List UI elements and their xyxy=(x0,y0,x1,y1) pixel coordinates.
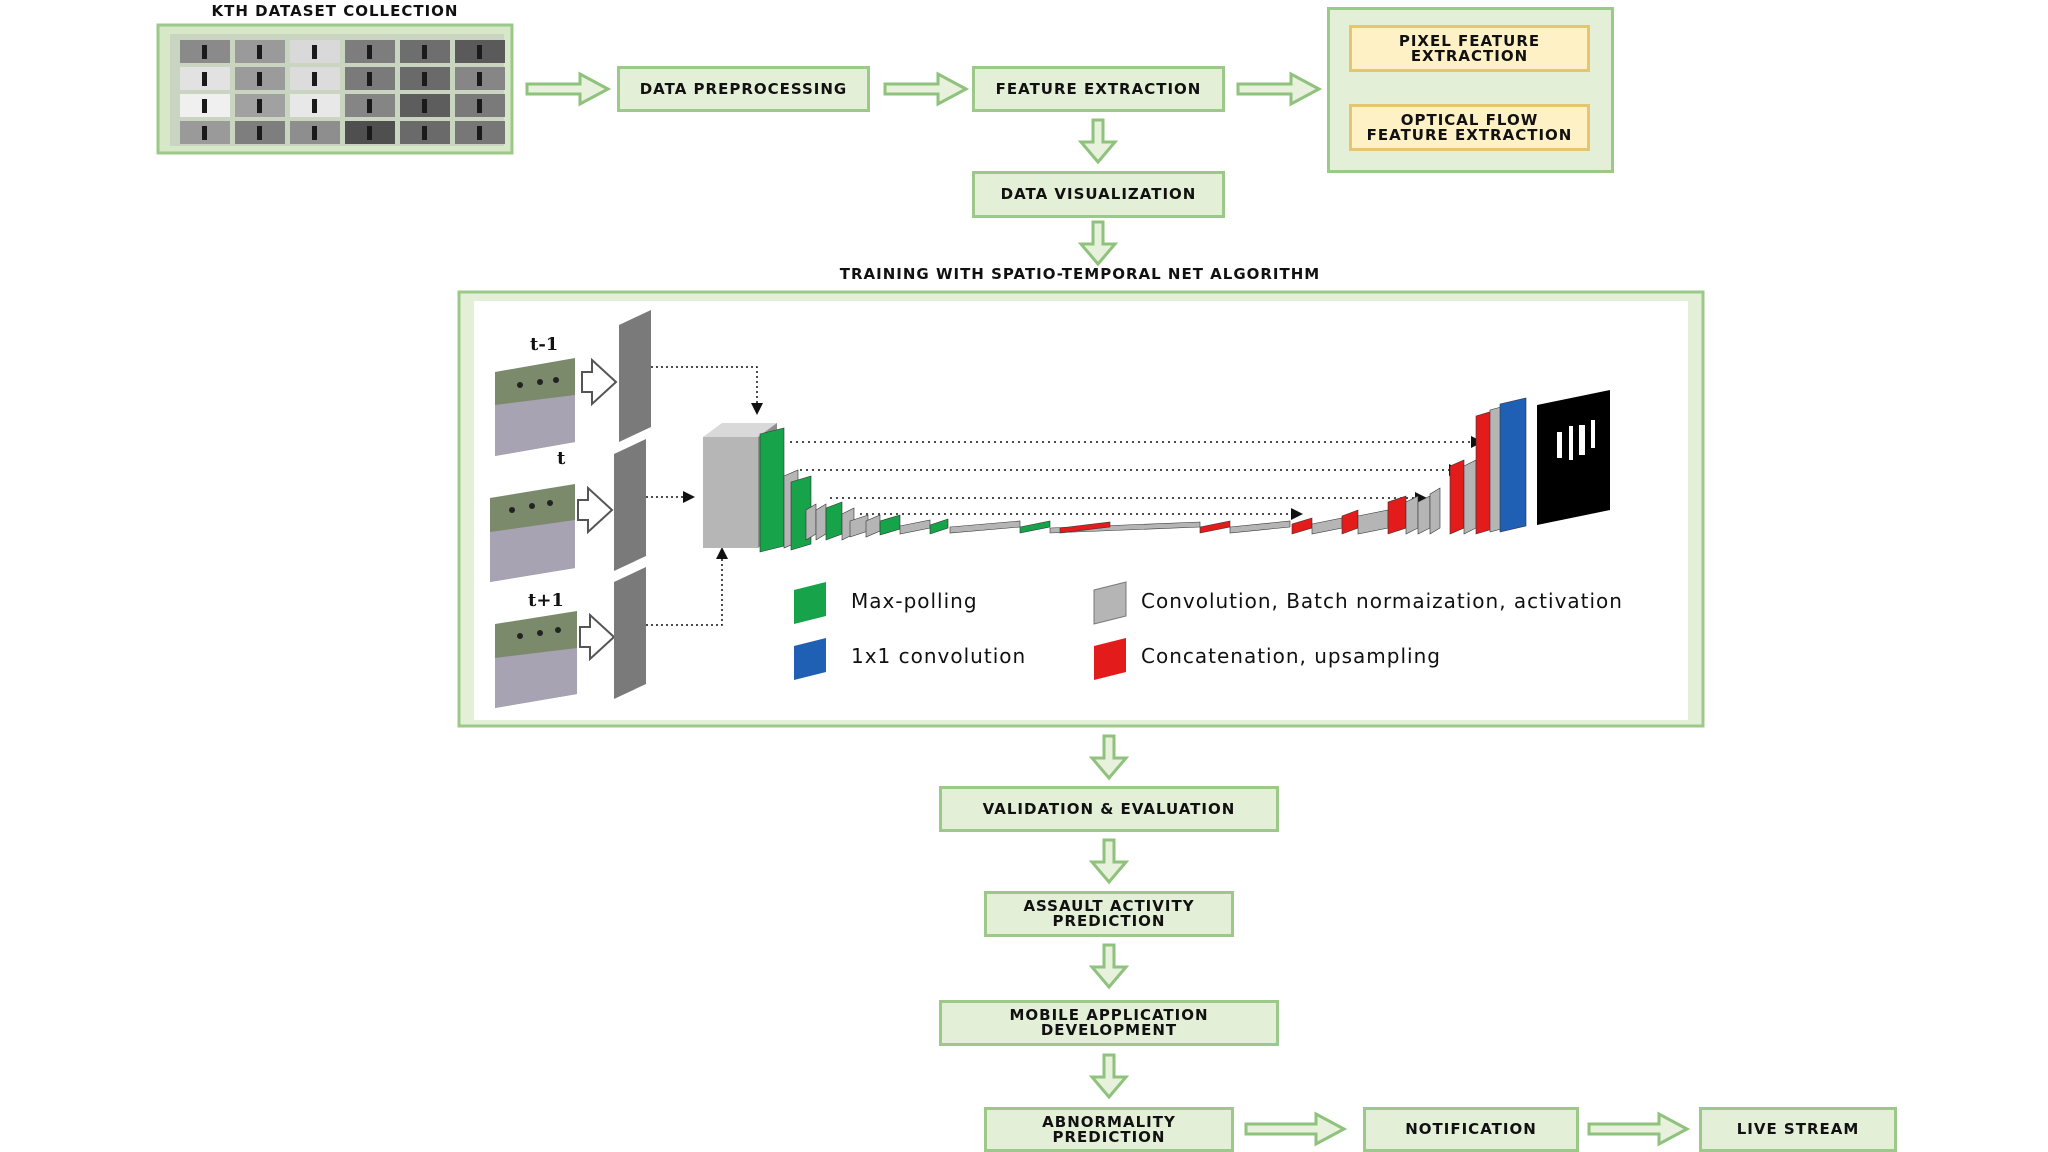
frame-label-t-plus-1: t+1 xyxy=(528,590,564,611)
frame-feature-slabs xyxy=(614,310,651,699)
network-layer-block xyxy=(1417,495,1431,535)
legend-label-conv: Convolution, Batch normaization, activat… xyxy=(1141,589,1623,613)
kth-thumbnail-figure xyxy=(312,45,317,59)
slab-connections xyxy=(646,366,763,626)
data-visualization-box: DATA VISUALIZATION xyxy=(972,171,1225,218)
network-layer-block xyxy=(805,503,817,541)
network-layer-block xyxy=(1499,397,1527,533)
skip-connections xyxy=(790,436,1483,520)
kth-dataset-thumbnail-grid xyxy=(156,23,514,155)
legend-label-maxpool: Max-polling xyxy=(851,589,978,613)
network-layer-block xyxy=(1463,459,1477,535)
pixel-feature-extraction-box: PIXEL FEATURE EXTRACTION xyxy=(1349,25,1590,72)
frame-t-minus-1 xyxy=(495,358,575,456)
kth-thumbnail-figure xyxy=(202,126,207,140)
arrow-validation-to-assault xyxy=(1088,838,1130,885)
arrow-visualization-to-training xyxy=(1077,220,1119,267)
kth-thumbnail-figure xyxy=(477,99,482,113)
frame-input-arrows xyxy=(577,357,618,662)
arrow-preprocessing-to-feature xyxy=(883,71,970,107)
kth-thumbnail-figure xyxy=(367,99,372,113)
feature-extraction-box: FEATURE EXTRACTION xyxy=(972,66,1225,112)
kth-thumbnail-figure xyxy=(202,99,207,113)
kth-thumbnail-figure xyxy=(257,99,262,113)
legend-label-concat: Concatenation, upsampling xyxy=(1141,644,1441,668)
kth-thumbnail-figure xyxy=(202,72,207,86)
legend-swatch-maxpool xyxy=(794,582,826,624)
assault-activity-prediction-box: ASSAULT ACTIVITY PREDICTION xyxy=(984,891,1234,937)
kth-thumbnail-figure xyxy=(257,72,262,86)
kth-thumbnail-figure xyxy=(367,72,372,86)
kth-thumbnail-figure xyxy=(367,45,372,59)
network-layer-block xyxy=(1059,521,1111,534)
network-layer-block xyxy=(1387,495,1407,535)
kth-dataset-caption: KTH DATASET COLLECTION xyxy=(211,2,459,20)
kth-thumbnail-figure xyxy=(477,72,482,86)
kth-thumbnail-figure xyxy=(422,126,427,140)
arrow-notification-to-livestream xyxy=(1587,1111,1691,1147)
kth-thumbnail-figure xyxy=(257,45,262,59)
kth-thumbnail-figure xyxy=(477,45,482,59)
legend-label-conv1x1: 1x1 convolution xyxy=(851,644,1026,668)
kth-thumbnail-figure xyxy=(257,126,262,140)
optical-flow-feature-extraction-box: OPTICAL FLOW FEATURE EXTRACTION xyxy=(1349,104,1590,151)
arrow-dataset-to-preprocessing xyxy=(525,71,612,107)
network-layer-block xyxy=(1019,520,1051,534)
frame-t-plus-1 xyxy=(495,611,577,708)
network-layer-block xyxy=(759,427,785,553)
kth-thumbnail-figure xyxy=(312,126,317,140)
kth-thumbnail-figure xyxy=(202,45,207,59)
network-layer-block xyxy=(1449,459,1465,535)
frame-label-t-minus-1: t-1 xyxy=(530,334,558,355)
kth-thumbnail-figure xyxy=(422,45,427,59)
legend-swatch-conv xyxy=(1093,581,1127,625)
live-stream-box: LIVE STREAM xyxy=(1699,1107,1897,1152)
network-layer-block xyxy=(929,518,949,535)
arrow-feature-to-subfeatures xyxy=(1236,71,1323,107)
kth-thumbnail-figure xyxy=(367,126,372,140)
kth-thumbnail-figure xyxy=(422,99,427,113)
frame-label-t: t xyxy=(557,448,566,469)
kth-thumbnail-figure xyxy=(312,72,317,86)
network-layer-block xyxy=(1229,520,1291,534)
abnormality-prediction-box: ABNORMALITY PREDICTION xyxy=(984,1107,1234,1152)
mobile-application-development-box: MOBILE APPLICATION DEVELOPMENT xyxy=(939,1000,1279,1046)
arrow-training-to-validation xyxy=(1088,734,1130,781)
arrow-assault-to-mobile xyxy=(1088,943,1130,990)
arrow-mobile-to-abnormality xyxy=(1088,1053,1130,1100)
kth-thumbnail-figure xyxy=(422,72,427,86)
arrow-feature-to-visualization xyxy=(1077,118,1119,165)
frame-t xyxy=(490,484,575,582)
notification-box: NOTIFICATION xyxy=(1363,1107,1579,1152)
network-layer-block xyxy=(1405,495,1419,535)
kth-thumbnail-figure xyxy=(312,99,317,113)
input-frames: t-1 t t+1 xyxy=(490,334,577,708)
legend: Max-polling 1x1 convolution Convolution,… xyxy=(794,581,1623,680)
training-caption: TRAINING WITH SPATIO-TEMPORAL NET ALGORI… xyxy=(839,265,1321,283)
data-preprocessing-box: DATA PREPROCESSING xyxy=(617,66,870,112)
legend-swatch-concat xyxy=(1094,638,1126,680)
output-mask xyxy=(1537,390,1610,525)
legend-swatch-conv1x1 xyxy=(794,638,826,680)
arrow-abnormality-to-notification xyxy=(1244,1111,1348,1147)
validation-evaluation-box: VALIDATION & EVALUATION xyxy=(939,786,1279,832)
network-layer-block xyxy=(815,503,827,541)
network-layer-block xyxy=(825,501,843,541)
kth-thumbnail-figure xyxy=(477,126,482,140)
network-layer-blocks xyxy=(759,397,1527,553)
network-layer-block xyxy=(1429,487,1441,535)
